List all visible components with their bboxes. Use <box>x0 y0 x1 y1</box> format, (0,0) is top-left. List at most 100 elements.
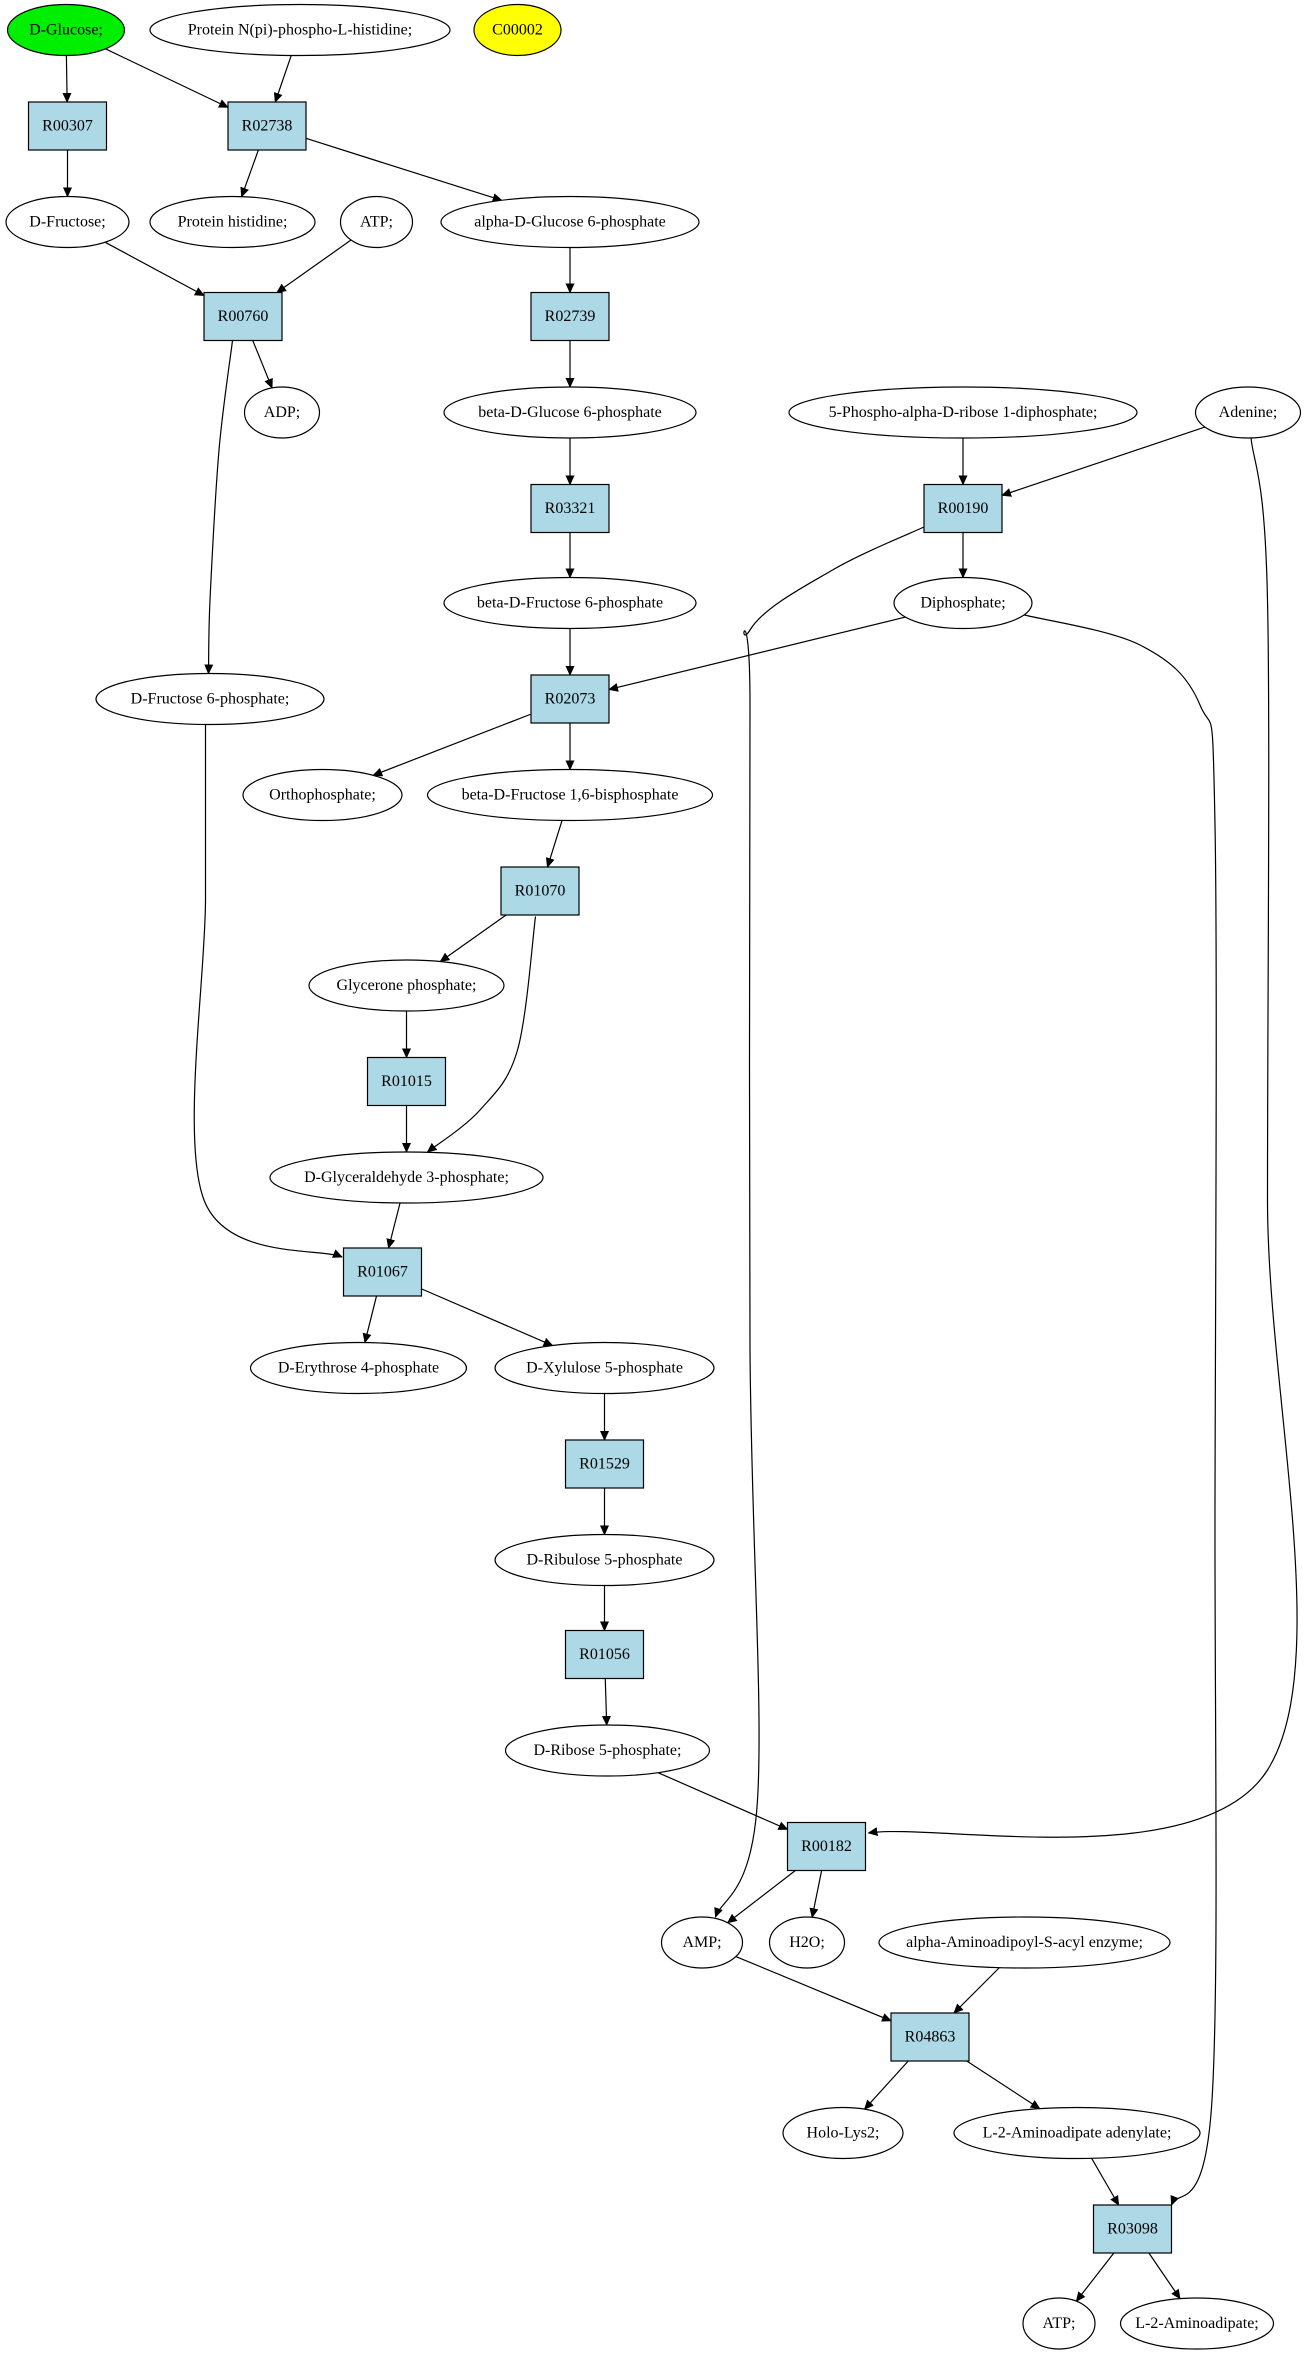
compound-ellipse[interactable] <box>443 576 697 630</box>
edge-amp-to-r04863 <box>735 1955 892 2022</box>
compound-node-a-g6p[interactable]: alpha-D-Glucose 6-phosphate <box>440 195 700 249</box>
reaction-box[interactable] <box>530 674 610 724</box>
compound-ellipse[interactable] <box>95 672 325 726</box>
edge-r04863-to-holo-lys2 <box>863 2060 909 2110</box>
compound-ellipse[interactable] <box>339 195 414 249</box>
reaction-box[interactable] <box>564 1439 645 1489</box>
reaction-box[interactable] <box>530 291 610 342</box>
reaction-box[interactable] <box>203 291 283 342</box>
reaction-box[interactable] <box>500 866 580 916</box>
compound-node-h2o[interactable]: H2O; <box>768 1916 846 1969</box>
compound-node-atp-bottom[interactable]: ATP; <box>1022 2297 1096 2350</box>
compound-node-c00002[interactable]: C00002 <box>473 3 562 57</box>
compound-ellipse[interactable] <box>269 1151 544 1204</box>
compound-ellipse[interactable] <box>494 1533 715 1587</box>
reaction-node-r01056[interactable]: R01056 <box>564 1629 645 1680</box>
edge-r01070-to-g3p <box>426 916 537 1153</box>
compound-node-b-f6p[interactable]: beta-D-Fructose 6-phosphate <box>443 576 697 630</box>
reaction-node-r04863[interactable]: R04863 <box>890 2012 970 2062</box>
reaction-node-r02738[interactable]: R02738 <box>227 101 307 151</box>
node-label: Protein N(pi)-phospho-L-histidine; <box>188 22 412 39</box>
reaction-box[interactable] <box>342 1247 423 1297</box>
compound-node-amp[interactable]: AMP; <box>660 1916 744 1969</box>
edge-r02738-to-a-g6p <box>305 137 503 202</box>
compound-ellipse[interactable] <box>1194 386 1302 439</box>
reaction-box[interactable] <box>366 1056 447 1107</box>
compound-node-adenine[interactable]: Adenine; <box>1194 386 1302 439</box>
reaction-node-r00190[interactable]: R00190 <box>923 483 1003 534</box>
node-label: D-Fructose 6-phosphate; <box>131 691 290 708</box>
reaction-node-r02739[interactable]: R02739 <box>530 291 610 342</box>
compound-node-d-f6p[interactable]: D-Fructose 6-phosphate; <box>95 672 325 726</box>
compound-ellipse[interactable] <box>660 1916 744 1969</box>
compound-ellipse[interactable] <box>494 1341 715 1395</box>
compound-node-protein-npi[interactable]: Protein N(pi)-phospho-L-histidine; <box>149 3 451 57</box>
compound-ellipse[interactable] <box>893 576 1033 630</box>
reaction-node-r02073[interactable]: R02073 <box>530 674 610 724</box>
reaction-node-r00307[interactable]: R00307 <box>27 101 108 151</box>
compound-ellipse[interactable] <box>242 768 403 822</box>
compound-ellipse[interactable] <box>243 386 321 439</box>
reaction-box[interactable] <box>530 483 610 534</box>
compound-ellipse[interactable] <box>1119 2297 1275 2350</box>
reaction-box[interactable] <box>890 2012 970 2062</box>
compound-node-glycerone-p[interactable]: Glycerone phosphate; <box>308 959 505 1012</box>
compound-node-protein-histidine[interactable]: Protein histidine; <box>149 195 316 249</box>
compound-ellipse[interactable] <box>768 1916 846 1969</box>
compound-ellipse[interactable] <box>443 386 697 439</box>
compound-node-l2aa-adenylate[interactable]: L-2-Aminoadipate adenylate; <box>953 2106 1201 2160</box>
compound-node-b-g6p[interactable]: beta-D-Glucose 6-phosphate <box>443 386 697 439</box>
edge-d-fructose-to-r00760 <box>104 241 205 297</box>
compound-ellipse[interactable] <box>953 2106 1201 2160</box>
reaction-box[interactable] <box>227 101 307 151</box>
reaction-node-r01070[interactable]: R01070 <box>500 866 580 916</box>
compound-node-holo-lys2[interactable]: Holo-Lys2; <box>782 2106 904 2160</box>
reaction-node-r01015[interactable]: R01015 <box>366 1056 447 1107</box>
compound-ellipse[interactable] <box>149 195 316 249</box>
reaction-node-r01067[interactable]: R01067 <box>342 1247 423 1297</box>
compound-ellipse[interactable] <box>878 1916 1171 1969</box>
compound-node-r5p[interactable]: D-Ribose 5-phosphate; <box>504 1724 711 1777</box>
compound-node-g3p[interactable]: D-Glyceraldehyde 3-phosphate; <box>269 1151 544 1204</box>
compound-ellipse[interactable] <box>782 2106 904 2160</box>
compound-node-l2aa[interactable]: L-2-Aminoadipate; <box>1119 2297 1275 2350</box>
compound-node-atp-top[interactable]: ATP; <box>339 195 414 249</box>
compound-ellipse[interactable] <box>149 3 451 57</box>
compound-node-adp[interactable]: ADP; <box>243 386 321 439</box>
compound-node-orthophosphate[interactable]: Orthophosphate; <box>242 768 403 822</box>
compound-ellipse[interactable] <box>6 3 126 57</box>
compound-ellipse[interactable] <box>473 3 562 57</box>
reaction-box[interactable] <box>564 1629 645 1680</box>
node-label: AMP; <box>682 1934 721 1951</box>
compound-node-aaa-enzyme[interactable]: alpha-Aminoadipoyl-S-acyl enzyme; <box>878 1916 1171 1969</box>
compound-node-diphosphate[interactable]: Diphosphate; <box>893 576 1033 630</box>
reaction-node-r00182[interactable]: R00182 <box>786 1821 867 1872</box>
node-label: R01067 <box>357 1264 408 1281</box>
compound-node-prpp[interactable]: 5-Phospho-alpha-D-ribose 1-diphosphate; <box>788 386 1138 439</box>
compound-ellipse[interactable] <box>440 195 700 249</box>
edge-b-fbp-to-r01070 <box>545 820 563 868</box>
compound-node-d-glucose[interactable]: D-Glucose; <box>6 3 126 57</box>
compound-ellipse[interactable] <box>504 1724 711 1777</box>
compound-ellipse[interactable] <box>1022 2297 1096 2350</box>
compound-ellipse[interactable] <box>308 959 505 1012</box>
reaction-box[interactable] <box>786 1821 867 1872</box>
node-label: R03098 <box>1107 2221 1158 2238</box>
reaction-node-r01529[interactable]: R01529 <box>564 1439 645 1489</box>
compound-node-xu5p[interactable]: D-Xylulose 5-phosphate <box>494 1341 715 1395</box>
compound-node-b-fbp[interactable]: beta-D-Fructose 1,6-bisphosphate <box>426 768 714 822</box>
compound-node-ru5p[interactable]: D-Ribulose 5-phosphate <box>494 1533 715 1587</box>
reaction-node-r00760[interactable]: R00760 <box>203 291 283 342</box>
reaction-box[interactable] <box>27 101 108 151</box>
compound-node-d-fructose[interactable]: D-Fructose; <box>5 195 130 249</box>
compound-ellipse[interactable] <box>5 195 130 249</box>
reaction-node-r03321[interactable]: R03321 <box>530 483 610 534</box>
reaction-box[interactable] <box>1092 2204 1173 2254</box>
compound-node-e4p[interactable]: D-Erythrose 4-phosphate <box>249 1341 468 1395</box>
node-label: H2O; <box>789 1934 825 1951</box>
compound-ellipse[interactable] <box>426 768 714 822</box>
compound-ellipse[interactable] <box>788 386 1138 439</box>
compound-ellipse[interactable] <box>249 1341 468 1395</box>
reaction-box[interactable] <box>923 483 1003 534</box>
reaction-node-r03098[interactable]: R03098 <box>1092 2204 1173 2254</box>
